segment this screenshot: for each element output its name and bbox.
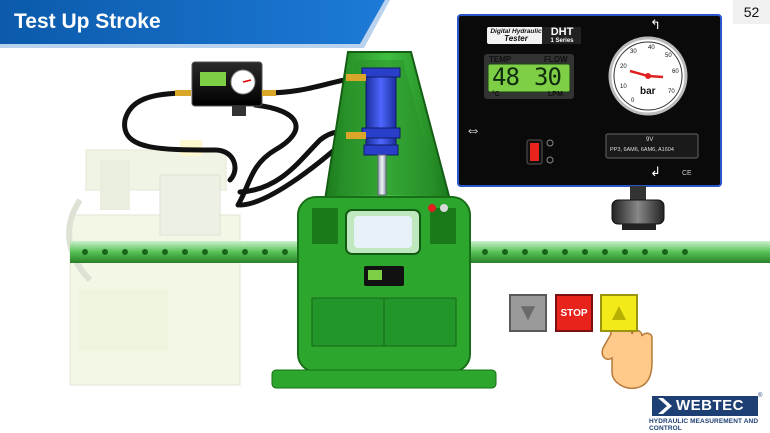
left-right-arrow-icon: ⇔ [465, 122, 481, 139]
gauge-tick-70: 70 [668, 89, 675, 95]
tester-series: 1 Series [550, 38, 574, 44]
temp-value: 48 [492, 63, 520, 91]
down-button[interactable]: ▼ [509, 294, 547, 332]
gauge-unit: bar [640, 86, 656, 97]
gauge-tick-60: 60 [672, 69, 679, 75]
webtec-logo-mark [652, 396, 758, 416]
webtec-tagline: HYDRAULIC MEASUREMENT AND CONTROL [649, 418, 759, 432]
gauge-tick-20: 20 [620, 64, 627, 70]
ce-mark: CE [682, 170, 692, 177]
gauge-tick-0: 0 [631, 98, 635, 104]
gauge-tick-30: 30 [630, 49, 637, 55]
temp-label: TEMP [489, 55, 512, 64]
tester-brand: Digital Hydraulic Tester [489, 28, 543, 43]
gauge-tick-50: 50 [665, 53, 672, 59]
gauge-tick-40: 40 [648, 45, 655, 51]
battery-plate-text: PP3, 6AM6, 6AM6, A1604 [610, 147, 674, 153]
page-number: 52 [733, 0, 770, 24]
battery-voltage: 9V [646, 137, 654, 143]
tester-brand-line2: Tester [504, 34, 528, 43]
down-arrow-icon: ▼ [516, 299, 540, 326]
page-title: Test Up Stroke [14, 10, 161, 33]
tester-brand-line1: Digital Hydraulic [490, 28, 542, 35]
flow-value: 30 [534, 63, 562, 91]
registered-mark: ® [758, 393, 763, 399]
hydraulic-cylinder [346, 67, 401, 196]
press-body [271, 196, 497, 389]
temp-unit: °C [492, 91, 500, 98]
stop-button[interactable]: STOP [555, 294, 593, 332]
stop-label: STOP [560, 307, 588, 319]
flow-unit: LPM [548, 91, 563, 98]
flow-label: FLOW [544, 55, 568, 64]
tester-model: DHT 1 Series [543, 26, 581, 45]
rotate-bottom-arrow-icon: ↲ [650, 164, 661, 179]
webtec-logo-text: WEBTEC [676, 397, 744, 414]
tester-knob [611, 186, 665, 230]
up-arrow-icon: ▲ [607, 299, 631, 326]
digital-hydraulic-tester [457, 14, 722, 187]
up-button[interactable]: ▲ [600, 294, 638, 332]
tester-model-name: DHT [550, 26, 574, 38]
inline-flow-tester [175, 61, 276, 116]
gauge-tick-10: 10 [620, 84, 627, 90]
rotate-top-arrow-icon: ↰ [650, 17, 661, 32]
